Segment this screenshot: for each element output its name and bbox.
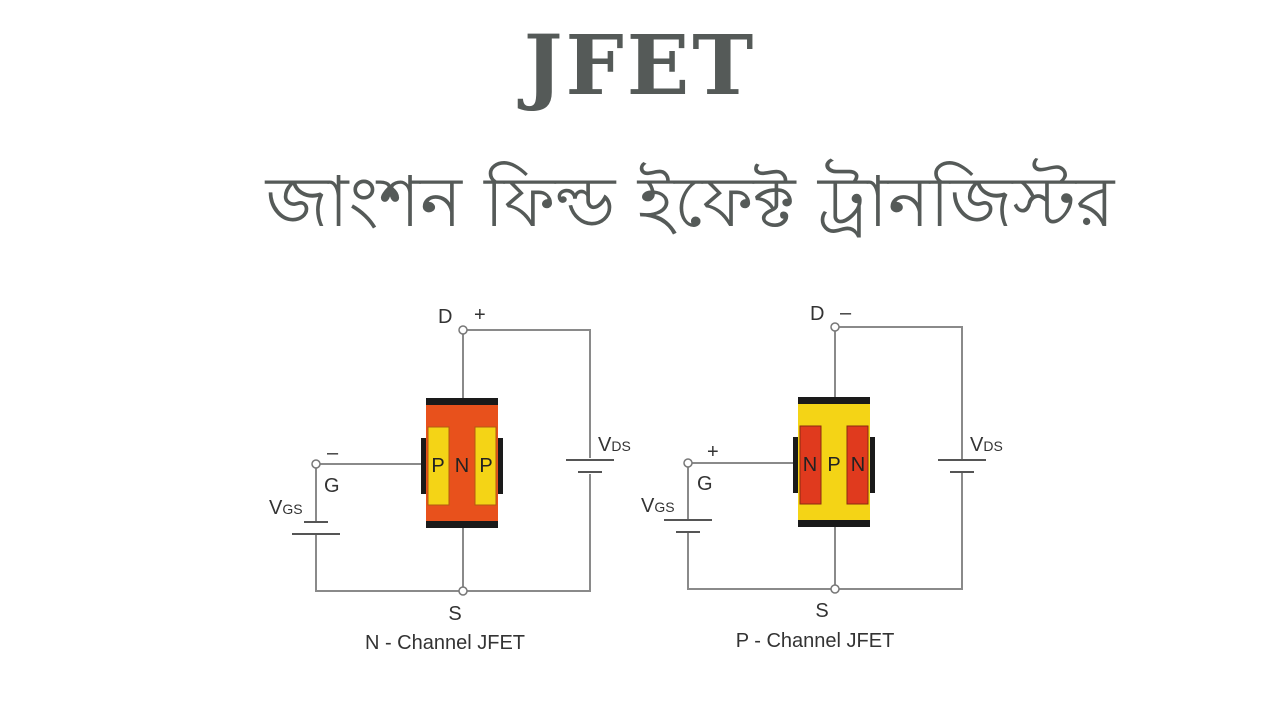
p-region-label-right: N (851, 454, 865, 476)
p-gate-region-right (846, 425, 869, 505)
n-gate-region-right (474, 426, 497, 506)
n-vds-label: VDS (598, 434, 631, 456)
p-source-terminal (830, 584, 840, 594)
n-vds-wire-bottom (467, 474, 591, 592)
p-source-contact (798, 520, 870, 527)
p-region-label-center: P (827, 454, 840, 476)
n-source-contact (426, 521, 498, 528)
n-gate-region-left (427, 426, 450, 506)
p-gate-terminal (683, 458, 693, 468)
n-gate-label: G (324, 475, 340, 497)
p-gate-region-left (799, 425, 822, 505)
n-drain-terminal (458, 325, 468, 335)
p-vds-wire-top (839, 326, 963, 460)
n-vds-wire-top (467, 329, 591, 458)
p-gate-contact-right (870, 437, 875, 493)
n-channel-device: P N P (421, 398, 503, 528)
n-region-label-right: P (479, 455, 492, 477)
n-source-label: S (448, 603, 461, 625)
n-channel-caption: N - Channel JFET (365, 632, 525, 654)
n-drain-contact (426, 398, 498, 405)
p-channel-device: N P N (793, 397, 875, 527)
p-gate-polarity: + (707, 441, 719, 463)
p-drain-label: D (810, 303, 824, 325)
page-subtitle: জাংশন ফিল্ড ইফেক্ট ট্রানজিস্টর (265, 161, 1115, 243)
n-region-label-center: N (455, 455, 469, 477)
p-vgs-wire-bottom (687, 532, 831, 590)
n-gate-contact-left (421, 438, 426, 494)
p-source-label: S (815, 600, 828, 622)
p-drain-polarity: – (840, 302, 852, 324)
page-title: JFET (523, 18, 757, 114)
p-drain-terminal (830, 322, 840, 332)
p-channel-caption: P - Channel JFET (736, 630, 895, 652)
n-vgs-label: VGS (269, 497, 303, 519)
n-channel-circuit: P N P D + – G S VGS VDS N - Channel JFET (269, 304, 631, 654)
p-gate-label: G (697, 473, 713, 495)
n-gate-polarity: – (327, 442, 339, 464)
p-channel-circuit: N P N D – + G S VGS VDS P - Channel JFET (641, 302, 1003, 652)
p-gate-contact-left (793, 437, 798, 493)
n-drain-label: D (438, 306, 452, 328)
p-vds-wire-bottom (839, 472, 963, 590)
n-source-terminal (458, 586, 468, 596)
p-vds-label: VDS (970, 434, 1003, 456)
n-gate-contact-right (498, 438, 503, 494)
n-gate-terminal (311, 459, 321, 469)
n-vgs-wire-bottom (315, 534, 459, 592)
p-vgs-label: VGS (641, 495, 675, 517)
p-region-label-left: N (803, 454, 817, 476)
n-drain-polarity: + (474, 304, 486, 326)
n-region-label-left: P (431, 455, 444, 477)
p-drain-contact (798, 397, 870, 404)
